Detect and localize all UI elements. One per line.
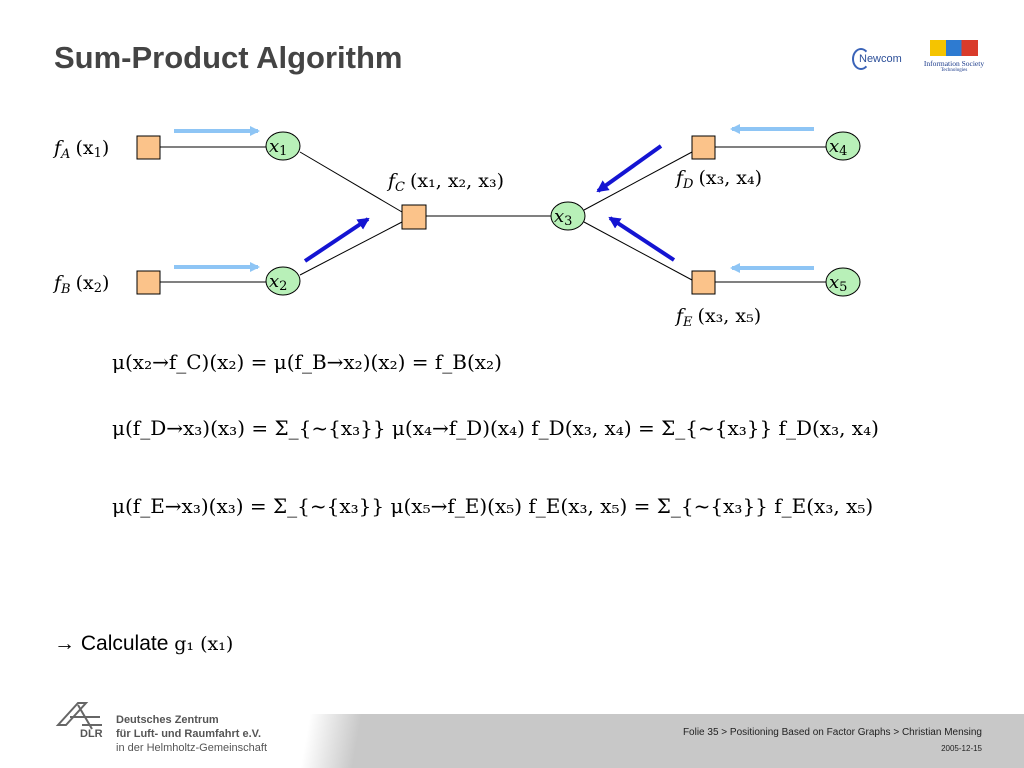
dlr-org-line2: für Luft- und Raumfahrt e.V.: [116, 728, 262, 740]
slide-title: Sum-Product Algorithm: [54, 40, 403, 75]
variable-node-x5: x5: [825, 267, 861, 297]
svg-text:x4: x4: [829, 136, 847, 159]
ist-logo-name: Information Society: [923, 59, 985, 68]
newcom-logo-text: Newcom: [859, 53, 902, 65]
factor-label-fE: fE(x₃, x₅): [674, 305, 761, 330]
svg-text:x1: x1: [269, 136, 287, 159]
variable-node-x4: x4: [825, 131, 861, 161]
edge-x3-fE: [583, 221, 693, 281]
factor-node-fC: [401, 204, 427, 230]
footer-info: Folie 35 > Positioning Based on Factor G…: [682, 727, 982, 738]
message-arrow-fE-x3: [608, 216, 676, 262]
variable-node-x3: x3: [550, 201, 586, 231]
var-x1-base: x: [269, 136, 279, 157]
factor-label-fB: fB(x2): [52, 272, 109, 297]
equation-1-text: μ(x₂→f_C)(x₂) = μ(f_B→x₂)(x₂) = f_B(x₂): [112, 350, 502, 374]
ist-logo-sub: Technologies: [940, 68, 968, 73]
equation-2: μ(f_D→x₃)(x₃) = Σ_{~{x₃}} μ(x₄→f_D)(x₄) …: [112, 418, 879, 438]
variable-node-x2: x2: [265, 266, 301, 296]
var-x1-sub: 1: [279, 144, 287, 159]
factor-label-fD: fD(x₃, x₄): [674, 167, 762, 192]
footer-divider: [280, 714, 310, 768]
edge-x2-fC: [299, 221, 403, 276]
right-arrow-icon: →: [54, 632, 75, 655]
newcom-logo: Newcom: [850, 44, 916, 74]
equation-1: μ(x₂→f_C)(x₂) = μ(f_B→x₂)(x₂) = f_B(x₂): [112, 352, 502, 372]
factor-graph: x1 x2 x3 x4 x5 fA(x1) fB(x2) fC(x₁, x₂, …: [52, 124, 861, 330]
var-x2-base: x: [269, 271, 279, 292]
newcom-mark-icon: [852, 48, 870, 70]
ist-flag-icon: [930, 40, 978, 56]
footer-date: 2005-12-15: [941, 744, 982, 753]
factor-node-fB: [136, 270, 161, 295]
edge-x1-fC: [299, 151, 403, 213]
factor-node-fD: [691, 135, 716, 160]
dlr-org-line3: in der Helmholtz-Gemeinschaft: [116, 742, 268, 754]
dlr-org-line1: Deutsches Zentrum: [116, 714, 219, 726]
factor-label-fA: fA(x1): [52, 137, 109, 162]
equation-3-text: μ(f_E→x₃)(x₃) = Σ_{~{x₃}} μ(x₅→f_E)(x₅) …: [112, 494, 874, 518]
calculate-expression: g₁ (x₁): [174, 633, 234, 655]
dlr-org-text: Deutsches Zentrum für Luft- und Raumfahr…: [116, 713, 267, 755]
var-x5-base: x: [829, 272, 839, 293]
equation-3: μ(f_E→x₃)(x₃) = Σ_{~{x₃}} μ(x₅→f_E)(x₅) …: [112, 496, 873, 516]
message-arrow-x2-fC: [303, 217, 370, 263]
var-x3-sub: 3: [564, 214, 572, 229]
equation-2-text: μ(f_D→x₃)(x₃) = Σ_{~{x₃}} μ(x₄→f_D)(x₄) …: [112, 416, 879, 440]
var-x2-sub: 2: [279, 279, 287, 294]
calculate-label: Calculate: [80, 632, 169, 655]
message-arrow-fD-x3: [596, 144, 663, 193]
ist-logo: Information Society Technologies: [920, 40, 988, 80]
factor-node-fA: [136, 135, 161, 160]
partner-logos: Newcom Information Society Technologies: [850, 40, 990, 80]
factor-label-fC: fC(x₁, x₂, x₃): [386, 170, 504, 195]
var-x4-base: x: [829, 136, 839, 157]
var-x3-base: x: [554, 206, 564, 227]
svg-text:x5: x5: [829, 272, 847, 295]
dlr-logo-icon: [55, 702, 102, 730]
calculate-line: → Calculate g₁ (x₁): [54, 632, 233, 656]
edge-x3-fD: [583, 151, 693, 211]
svg-text:x3: x3: [554, 206, 572, 229]
var-x4-sub: 4: [839, 144, 847, 159]
dlr-abbrev: DLR: [80, 728, 103, 740]
footer-band: [0, 714, 1024, 768]
variable-node-x1: x1: [265, 131, 301, 161]
svg-text:x2: x2: [269, 271, 287, 294]
factor-node-fE: [691, 270, 716, 295]
var-x5-sub: 5: [839, 280, 847, 295]
